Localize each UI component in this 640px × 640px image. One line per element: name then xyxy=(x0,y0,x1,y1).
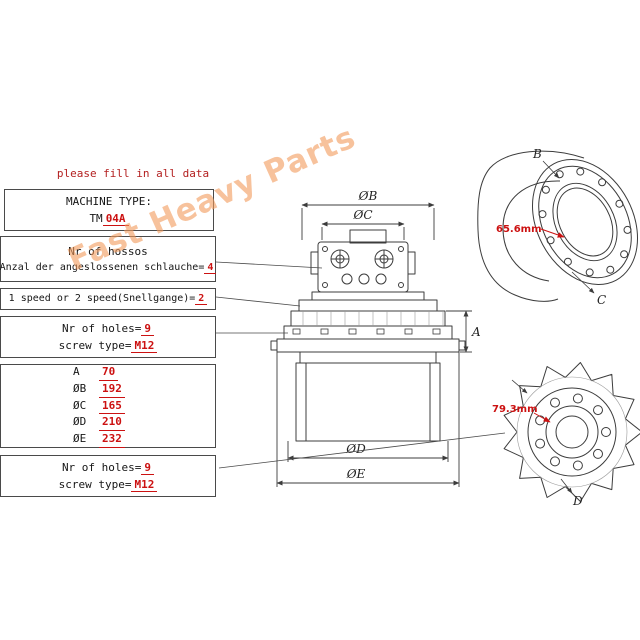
hydraulic-ports xyxy=(322,246,404,288)
leader-lines xyxy=(215,261,506,469)
top-cap xyxy=(349,229,387,244)
hoses-label-line2: Anzal der angeslossenen schlauche=4 xyxy=(0,260,217,276)
fill-instruction: please fill in all data xyxy=(56,167,210,180)
dim-label-phi-b: ØB xyxy=(358,189,378,203)
speed-box: 1 speed or 2 speed(Snellgange)=2 xyxy=(0,288,216,310)
mount-flange xyxy=(276,338,460,353)
bolt-flange xyxy=(283,325,453,340)
holes-bottom-screw-row: screw type=M12 xyxy=(59,476,158,493)
machine-type-prefix: TM xyxy=(89,212,103,225)
valve-block xyxy=(317,241,409,293)
machine-type-value: 04A xyxy=(102,212,129,226)
holes-top-screw-value: M12 xyxy=(131,339,158,353)
dim-label-phi-e: ØE xyxy=(346,467,366,481)
holes-bottom-count-value: 9 xyxy=(141,460,155,475)
sprocket-measure-text: 79.3mm xyxy=(492,404,538,415)
flange-bolts xyxy=(292,328,441,335)
sprocket-bolt-holes xyxy=(535,393,611,471)
sprocket-dim-label-d: D xyxy=(572,494,583,508)
dimension-lines xyxy=(276,202,472,487)
holes-bottom-count-row: Nr of holes=9 xyxy=(62,459,155,476)
speed-value: 2 xyxy=(195,293,208,306)
speed-row: 1 speed or 2 speed(Snellgange)=2 xyxy=(9,291,208,307)
hoses-count-value: 4 xyxy=(204,261,217,274)
hoses-label-line1: Nr of hossos xyxy=(68,244,148,258)
hub-dim-label-c: C xyxy=(597,293,606,307)
sprocket-teeth xyxy=(503,362,640,502)
sprocket-measure-arrow xyxy=(533,412,551,423)
dim-label-a: A xyxy=(471,325,481,339)
holes-top-box: Nr of holes=9 screw type=M12 xyxy=(0,316,216,358)
holes-top-screw-row: screw type=M12 xyxy=(59,337,158,354)
gear-teeth-hatch xyxy=(302,311,444,326)
hub-dim-label-b: B xyxy=(532,147,542,161)
hub-measure-text: 65.6mm xyxy=(496,224,542,235)
holes-top-count-value: 9 xyxy=(141,321,155,336)
motor-drum xyxy=(295,362,441,442)
hoses-box: Nr of hossos Anzal der angeslossenen sch… xyxy=(0,236,217,282)
hub-bolt-holes xyxy=(538,167,632,277)
final-drive-front-view xyxy=(270,229,466,442)
dim-label-phi-d: ØD xyxy=(345,442,366,456)
holes-bottom-screw-value: M12 xyxy=(131,478,158,492)
hub-measure-arrow xyxy=(540,228,565,238)
machine-type-label: MACHINE TYPE: xyxy=(65,194,153,208)
dim-label-phi-c: ØC xyxy=(352,208,372,222)
holes-bottom-box: Nr of holes=9 screw type=M12 xyxy=(0,455,216,497)
sprocket-view xyxy=(503,362,640,502)
ring-gear-band xyxy=(290,310,446,327)
holes-top-count-row: Nr of holes=9 xyxy=(62,320,155,337)
hub-housing-view xyxy=(477,150,639,302)
